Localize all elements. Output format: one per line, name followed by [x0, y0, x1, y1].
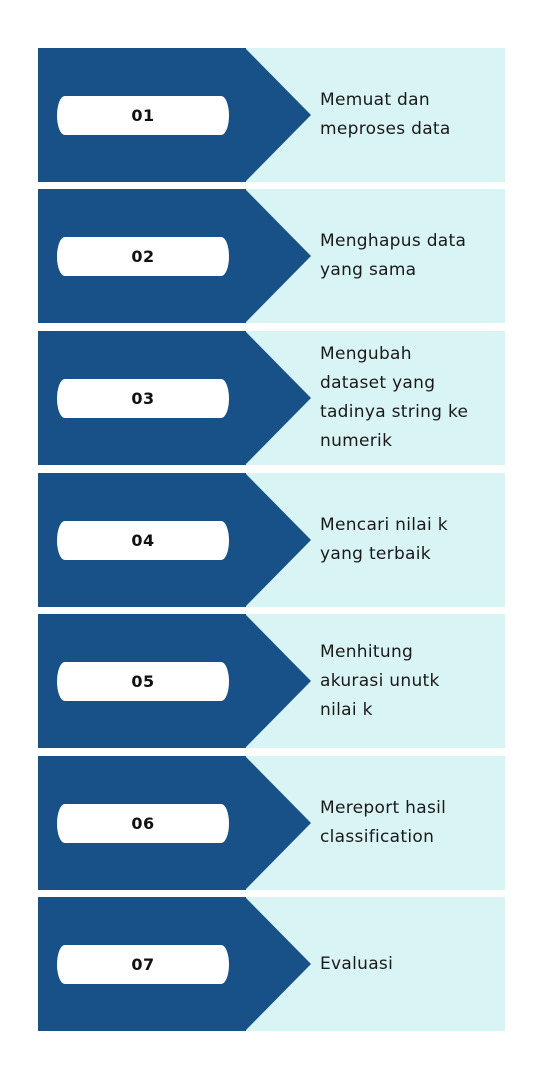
step-07: 07 Evaluasi: [38, 897, 505, 1031]
step-number: 03: [57, 379, 229, 418]
arrow-right-icon: [245, 756, 311, 890]
step-label: Mengubah dataset yang tadinya string ke …: [320, 344, 469, 451]
arrow-right-icon: [245, 897, 311, 1031]
step-number: 07: [57, 945, 229, 984]
step-label: Evaluasi: [320, 953, 394, 974]
step-number: 04: [57, 521, 229, 560]
step-label: Mereport hasil classification: [320, 798, 447, 847]
step-01: 01 Memuat dan meproses data: [38, 48, 505, 182]
arrow-right-icon: [245, 614, 311, 748]
step-label: Menghapus data yang sama: [320, 231, 467, 280]
step-04: 04 Mencari nilai k yang terbaik: [38, 473, 505, 607]
step-label: Menhitung akurasi unutk nilai k: [320, 641, 440, 720]
step-number: 01: [57, 96, 229, 135]
step-06: 06 Mereport hasil classification: [38, 756, 505, 890]
step-number: 06: [57, 804, 229, 843]
step-03: 03 Mengubah dataset yang tadinya string …: [38, 331, 505, 465]
arrow-right-icon: [245, 48, 311, 182]
step-label: Memuat dan meproses data: [320, 90, 451, 139]
arrow-right-icon: [245, 473, 311, 607]
arrow-right-icon: [245, 189, 311, 323]
step-02: 02 Menghapus data yang sama: [38, 189, 505, 323]
arrow-right-icon: [245, 331, 311, 465]
step-number: 02: [57, 237, 229, 276]
step-label: Mencari nilai k yang terbaik: [320, 515, 448, 564]
step-number: 05: [57, 662, 229, 701]
step-05: 05 Menhitung akurasi unutk nilai k: [38, 614, 505, 748]
